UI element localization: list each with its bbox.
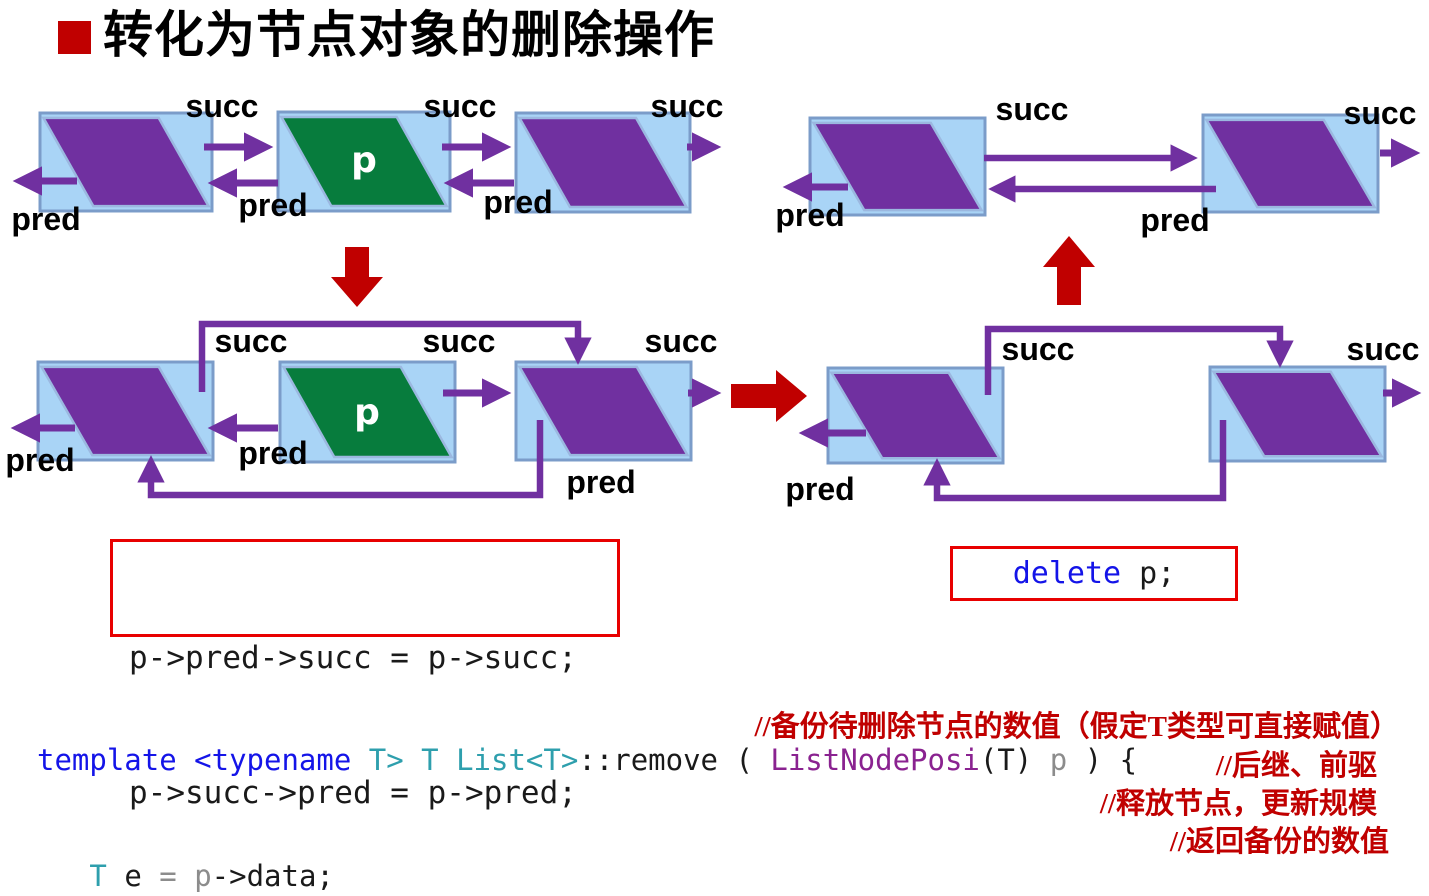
code-line: template <typename T> T List<T>::remove … [37, 743, 1138, 778]
succ-label: succ [186, 88, 259, 124]
succ-label: succ [215, 323, 288, 359]
pred-label: pred [11, 201, 80, 237]
succ-label: succ [996, 91, 1069, 127]
list-node [826, 366, 1005, 465]
succ-label: succ [645, 323, 718, 359]
code-block: template <typename T> T List<T>::remove … [37, 664, 1137, 896]
list-node-p: p [278, 360, 457, 464]
diagram-node-removed: succ succ pred [785, 325, 1422, 507]
delete-keyword: delete [1012, 556, 1122, 591]
succ-bypass-arrow [984, 325, 1294, 395]
list-node [38, 111, 214, 213]
list-node [514, 111, 692, 214]
title-bullet-icon [58, 21, 91, 54]
code-line: p->pred->succ = p->succ; [129, 640, 577, 676]
pred-label: pred [238, 187, 307, 223]
node-data-parallelogram [811, 121, 984, 212]
code-line: p->succ->pred = p->pred; [129, 775, 577, 811]
list-node [36, 360, 215, 462]
pred-label: pred [238, 435, 307, 471]
transition-arrow-right-icon [731, 370, 807, 422]
succ-label: succ [424, 88, 497, 124]
pred-label: pred [5, 442, 74, 478]
diagram-canvas: p succ succ succ pred pred pred succ [5, 88, 1422, 507]
node-p-label: p [351, 140, 377, 181]
code-comment: //后继、前驱 [1215, 750, 1377, 782]
code-comment: //返回备份的数值 [1169, 826, 1389, 858]
diagram-pointers-rerouted: p succ succ succ pred pred pred [5, 320, 722, 500]
code-comment: //释放节点，更新规模 [1099, 788, 1377, 820]
node-data-parallelogram [279, 115, 449, 208]
succ-label: succ [1344, 95, 1417, 131]
diagram-list-before: p succ succ succ pred pred pred [11, 88, 723, 237]
pred-label: pred [775, 197, 844, 233]
pred-bypass-arrow [923, 420, 1227, 502]
pred-label: pred [483, 184, 552, 220]
node-p-label: p [354, 392, 380, 433]
list-node-p: p [276, 110, 452, 213]
diagram-list-after: succ succ pred pred [775, 91, 1421, 238]
node-data-parallelogram [41, 116, 211, 208]
list-node [808, 116, 987, 217]
node-data-parallelogram [517, 116, 689, 209]
transition-arrow-down-icon [331, 247, 383, 307]
list-node [1201, 113, 1380, 214]
pointer-update-code-box: p->pred->succ = p->succ; p->succ->pred =… [110, 539, 620, 811]
list-node [1208, 365, 1387, 463]
code-comment: //备份待删除节点的数值（假定T类型可直接赋值） [754, 711, 1399, 743]
succ-label: succ [651, 88, 724, 124]
transition-arrow-up-icon [1043, 236, 1095, 305]
succ-bypass-arrow [198, 320, 592, 392]
node-data-parallelogram [1211, 370, 1384, 458]
node-data-parallelogram [517, 365, 690, 457]
title-bar: 转化为节点对象的删除操作 [58, 8, 715, 63]
node-data-parallelogram [281, 365, 454, 459]
node-data-parallelogram [39, 365, 212, 457]
pred-bypass-arrow [137, 420, 544, 499]
page-title: 转化为节点对象的删除操作 [103, 6, 715, 64]
succ-label: succ [423, 323, 496, 359]
list-node [514, 360, 693, 462]
pred-label: pred [785, 471, 854, 507]
succ-label: succ [1347, 331, 1420, 367]
code-text: p; [1121, 556, 1176, 591]
pred-label: pred [566, 464, 635, 500]
pred-label: pred [1140, 202, 1209, 238]
node-data-parallelogram [1204, 118, 1377, 209]
delete-code-box: delete p; [950, 546, 1238, 601]
succ-label: succ [1002, 331, 1075, 367]
code-line: T e = p->data; [89, 858, 334, 893]
